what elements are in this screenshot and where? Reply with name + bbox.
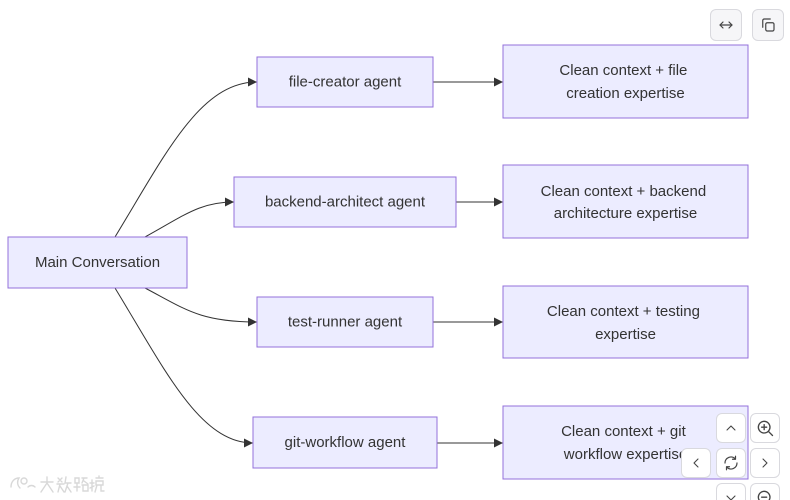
chevron-right-icon: [762, 458, 768, 468]
node-label-multiline: Clean context + testing expertise: [547, 303, 704, 343]
node-backend-architect-agent: backend-architect agent: [233, 176, 457, 228]
chevron-down-icon: [726, 495, 736, 500]
node-result-backend-architect: Clean context + backend architecture exp…: [502, 164, 749, 239]
node-file-creator-agent: file-creator agent: [256, 56, 434, 108]
node-result-file-creator: Clean context + file creation expertise: [502, 44, 749, 119]
reset-view-icon: [724, 455, 738, 471]
node-label: test-runner agent: [288, 314, 403, 331]
zoom-in-button[interactable]: [750, 413, 780, 443]
edge-main-to-backend-architect: [144, 197, 235, 238]
pan-left-button[interactable]: [681, 448, 711, 478]
copy-button[interactable]: [752, 9, 784, 41]
zoom-out-button[interactable]: [750, 483, 780, 500]
node-main-conversation: Main Conversation: [7, 236, 188, 289]
edge-main-to-file-creator: [114, 77, 258, 238]
node-git-workflow-agent: git-workflow agent: [252, 416, 438, 469]
edges: [114, 77, 503, 448]
node-label-line: architecture expertise: [554, 205, 697, 222]
node-result-test-runner: Clean context + testing expertise: [502, 285, 749, 359]
zoom-out-icon: [757, 490, 771, 500]
node-label-line: Clean context + backend: [541, 183, 707, 200]
node-result-git-workflow: Clean context + git workflow expertise: [502, 405, 749, 480]
expand-horizontal-icon: [719, 21, 733, 29]
pan-right-button[interactable]: [750, 448, 780, 478]
edge-main-to-test-runner: [144, 287, 258, 327]
zoom-in-icon: [757, 420, 774, 437]
pan-up-button[interactable]: [716, 413, 746, 443]
node-label-multiline: Clean context + backend architecture exp…: [541, 183, 711, 222]
pan-down-button[interactable]: [716, 483, 746, 500]
chevron-left-icon: [693, 458, 699, 468]
node-label-line: creation expertise: [566, 85, 684, 102]
node-label-multiline: Clean context + file creation expertise: [559, 62, 691, 102]
edge-main-to-git-workflow: [114, 287, 254, 448]
reset-view-button[interactable]: [716, 448, 746, 478]
chevron-up-icon: [726, 425, 736, 431]
node-label: file-creator agent: [289, 74, 402, 91]
node-label-line: workflow expertise: [563, 446, 687, 463]
node-label: Main Conversation: [35, 254, 160, 271]
watermark-icon: [10, 475, 105, 493]
watermark-logo: [8, 473, 106, 495]
node-label-line: expertise: [595, 326, 656, 343]
node-label: git-workflow agent: [285, 434, 407, 451]
node-label-line: Clean context + testing: [547, 303, 700, 320]
node-label-multiline: Clean context + git workflow expertise: [561, 423, 690, 463]
expand-button[interactable]: [710, 9, 742, 41]
node-test-runner-agent: test-runner agent: [256, 296, 434, 348]
node-label-line: Clean context + file: [559, 62, 687, 79]
node-label: backend-architect agent: [265, 194, 426, 211]
node-label-line: Clean context + git: [561, 423, 686, 440]
copy-icon: [762, 18, 775, 32]
